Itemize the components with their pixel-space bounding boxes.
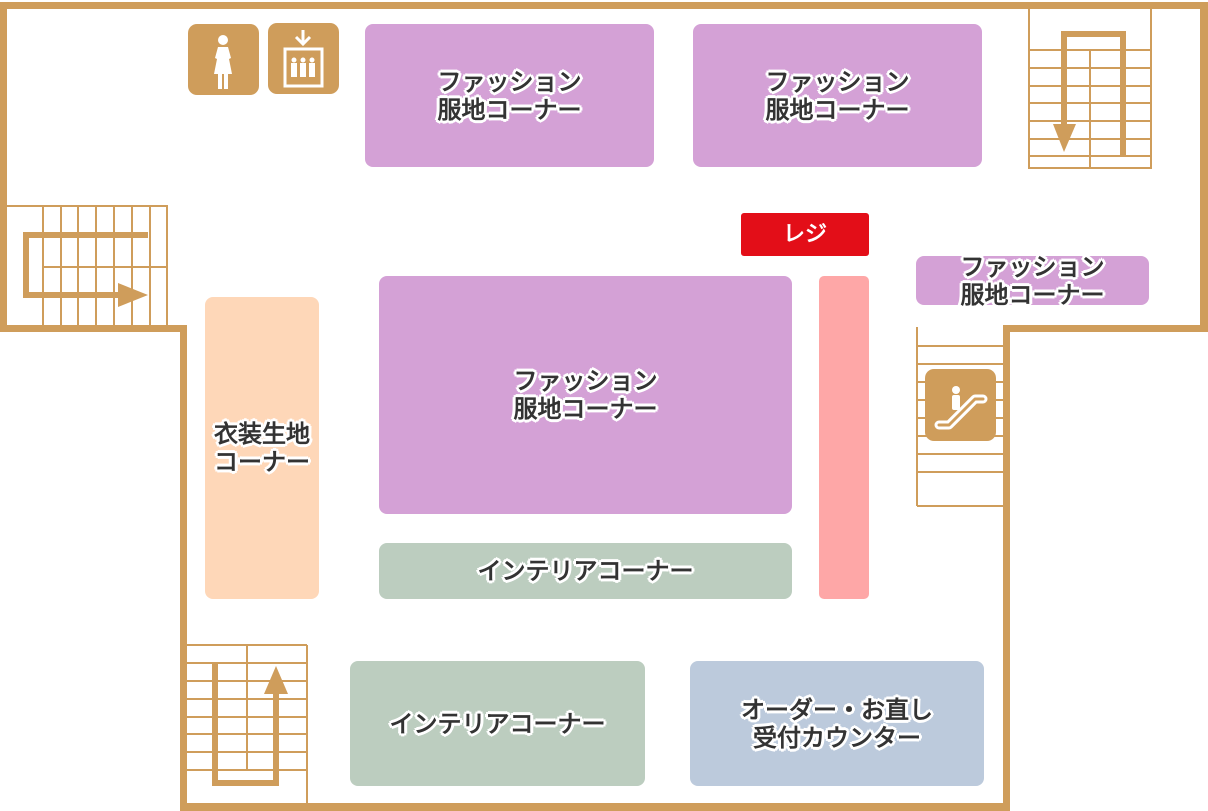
stairs-down-icon xyxy=(1028,6,1152,169)
wall-right-lower xyxy=(1003,325,1010,811)
elevator-icon[interactable] xyxy=(268,23,339,94)
register[interactable]: レジ xyxy=(741,213,869,256)
zone-label: インテリアコーナー xyxy=(477,557,694,585)
zone-label: オーダー・お直し 受付カウンター xyxy=(741,695,933,752)
wall-left-lower xyxy=(180,325,187,811)
interior-corner-bottom[interactable]: インテリアコーナー xyxy=(350,661,645,786)
fashion-fabric-corner-top-left[interactable]: ファッション 服地コーナー xyxy=(365,24,654,167)
stairs-top-right[interactable] xyxy=(1027,6,1153,170)
wall-left-step xyxy=(0,325,187,332)
stairs-bottom[interactable] xyxy=(185,644,309,806)
interior-corner-middle[interactable]: インテリアコーナー xyxy=(379,543,792,599)
fashion-fabric-corner-right[interactable]: ファッション 服地コーナー xyxy=(916,253,1149,309)
fashion-fabric-corner-top-right[interactable]: ファッション 服地コーナー xyxy=(693,24,982,167)
stairs-left[interactable] xyxy=(5,205,168,328)
zone-label: ファッション 服地コーナー xyxy=(513,367,658,423)
register-counter xyxy=(819,276,869,599)
zone-label: 衣装生地 コーナー xyxy=(214,420,310,476)
wall-bottom xyxy=(180,803,1010,811)
stairs-right-icon xyxy=(5,205,168,328)
fashion-fabric-corner-center[interactable]: ファッション 服地コーナー xyxy=(379,276,792,514)
stairs-up-icon xyxy=(185,644,308,806)
order-alteration-counter[interactable]: オーダー・お直し 受付カウンター xyxy=(690,661,984,786)
escalator-icon[interactable] xyxy=(925,369,996,441)
register-label: レジ xyxy=(782,221,827,247)
wall-top xyxy=(0,2,1208,9)
wall-right-step xyxy=(1003,325,1208,332)
zone-label: ファッション 服地コーナー xyxy=(437,67,582,124)
costume-fabric-corner[interactable]: 衣装生地 コーナー xyxy=(205,297,319,599)
wall-right-upper xyxy=(1200,2,1208,332)
zone-label: ファッション 服地コーナー xyxy=(960,252,1105,309)
womens-restroom-icon[interactable] xyxy=(188,24,259,95)
zone-label: インテリアコーナー xyxy=(389,709,606,738)
wall-left-upper xyxy=(0,2,7,332)
zone-label: ファッション 服地コーナー xyxy=(765,67,910,124)
